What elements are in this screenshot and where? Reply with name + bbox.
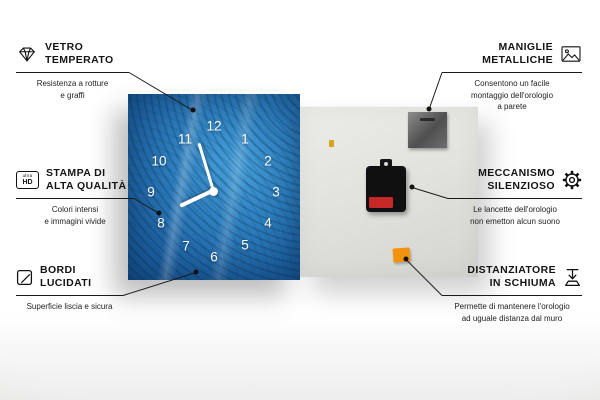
callout-title: MECCANISMO SILENZIOSO	[478, 167, 555, 193]
callout-description: Superficie liscia e sicura	[26, 302, 113, 312]
callout-polished-edges: BORDI LUCIDATI Superficie liscia e sicur…	[16, 264, 123, 313]
spacer-arrow-icon	[563, 268, 582, 287]
diamond-icon	[16, 46, 38, 63]
clock-number: 4	[264, 215, 272, 231]
callout-description: Resistenza a rotture e graffi	[36, 79, 109, 100]
gear-icon	[562, 170, 582, 190]
battery	[369, 197, 393, 208]
callout-title: DISTANZIATORE IN SCHIUMA	[467, 264, 556, 290]
minute-hand	[196, 142, 215, 192]
hanger-slot	[420, 118, 435, 121]
ultra-hd-icon: ultra HD	[16, 171, 39, 190]
clock-center-cap	[208, 186, 218, 196]
clock-number: 7	[182, 238, 190, 254]
clock-number: 11	[177, 131, 193, 147]
picture-frame-icon	[560, 45, 582, 63]
connector-dot	[193, 269, 199, 275]
polished-edge-icon	[16, 269, 33, 286]
callout-description: Permette di mantenere l'orologio ad ugua…	[454, 302, 570, 323]
ultra-hd-icon-text: HD	[22, 178, 33, 186]
connector-dot	[409, 184, 415, 190]
callout-title: BORDI LUCIDATI	[40, 264, 92, 290]
clock-number: 6	[210, 249, 218, 265]
connector-dot	[190, 107, 196, 113]
clock-number: 10	[151, 153, 167, 169]
clock-mechanism	[366, 166, 406, 212]
callout-title: STAMPA DI ALTA QUALITÀ	[46, 167, 127, 193]
callout-foam-spacer: DISTANZIATORE IN SCHIUMA Permette di man…	[442, 264, 582, 324]
callout-metal-handles: MANIGLIE METALLICHE Consentono un facile…	[442, 41, 582, 113]
mechanism-hook	[380, 159, 392, 170]
clock-front-panel: 12 1 2 3 4 5 6 7 8 9 10 11	[128, 94, 300, 280]
clock-number: 9	[147, 184, 155, 200]
battery-contact	[329, 140, 334, 147]
clock-number: 12	[206, 118, 222, 134]
clock-number: 1	[241, 131, 249, 147]
callout-title: VETRO TEMPERATO	[45, 41, 114, 67]
connector-line	[428, 72, 443, 110]
clock-number: 5	[241, 237, 249, 253]
callout-description: Le lancette dell'orologio non emetton al…	[470, 205, 560, 226]
connector-dot	[156, 210, 162, 216]
callout-title: MANIGLIE METALLICHE	[482, 41, 553, 67]
connector-dot	[426, 106, 432, 112]
clock-back-panel	[300, 106, 478, 277]
callout-tempered-glass: VETRO TEMPERATO Resistenza a rotture e g…	[16, 41, 129, 101]
clock-number: 2	[264, 153, 272, 169]
ultra-hd-icon-text: ultra	[22, 173, 33, 179]
callout-description: Consentono un facile montaggio dell'orol…	[470, 79, 554, 112]
callout-description: Colori intensi e immagini vivide	[44, 205, 106, 226]
metal-hanger-plate	[408, 112, 447, 148]
clock-number: 8	[157, 215, 165, 231]
callout-silent-mechanism: MECCANISMO SILENZIOSO Le lancette dell'o…	[448, 167, 582, 227]
connector-dot	[403, 256, 409, 262]
clock-number: 3	[272, 184, 280, 200]
callout-print-quality: ultra HD STAMPA DI ALTA QUALITÀ Colori i…	[16, 167, 134, 227]
